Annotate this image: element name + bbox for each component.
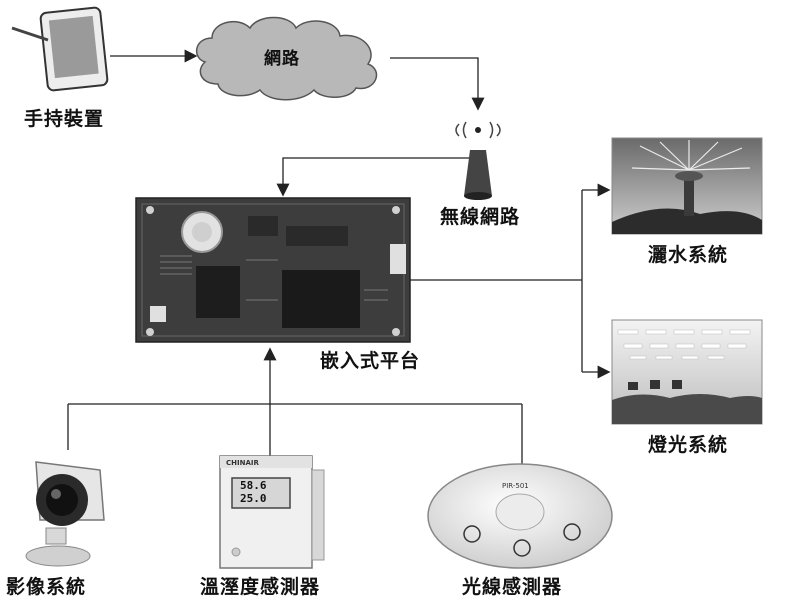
connectors [67, 49, 611, 468]
lighting-label: 燈光系統 [648, 434, 729, 456]
sensor-brand-text: CHINAIR [226, 459, 259, 467]
handheld-label: 手持裝置 [24, 108, 105, 130]
wireless-router-icon [455, 121, 501, 200]
pir-model-text: PIR-501 [502, 482, 529, 490]
sensor-display-line2: 25.0 [240, 492, 267, 505]
sensor-display-line1: 58.6 [240, 479, 267, 492]
thermo-label: 溫溼度感測器 [200, 576, 321, 598]
wireless-label: 無線網路 [440, 206, 521, 228]
network-label: 網路 [264, 49, 300, 69]
platform-label: 嵌入式平台 [320, 350, 421, 372]
security-camera-icon [25, 461, 105, 567]
pir-sensor-icon [427, 463, 613, 569]
irrigation-label: 灑水系統 [648, 244, 729, 266]
sprinkler-photo [611, 137, 763, 235]
greenhouse-lights-photo [611, 319, 763, 425]
wireless-to-platform-arrow [276, 157, 478, 197]
thermo-hygrometer-icon [219, 455, 325, 569]
circuit-board-icon [135, 197, 411, 343]
tablet-icon [11, 6, 109, 92]
light-sensor-label: 光線感測器 [462, 576, 563, 598]
network-to-wireless-arrow [390, 57, 485, 111]
camera-label: 影像系統 [6, 576, 87, 598]
cloud-icon [196, 16, 378, 101]
